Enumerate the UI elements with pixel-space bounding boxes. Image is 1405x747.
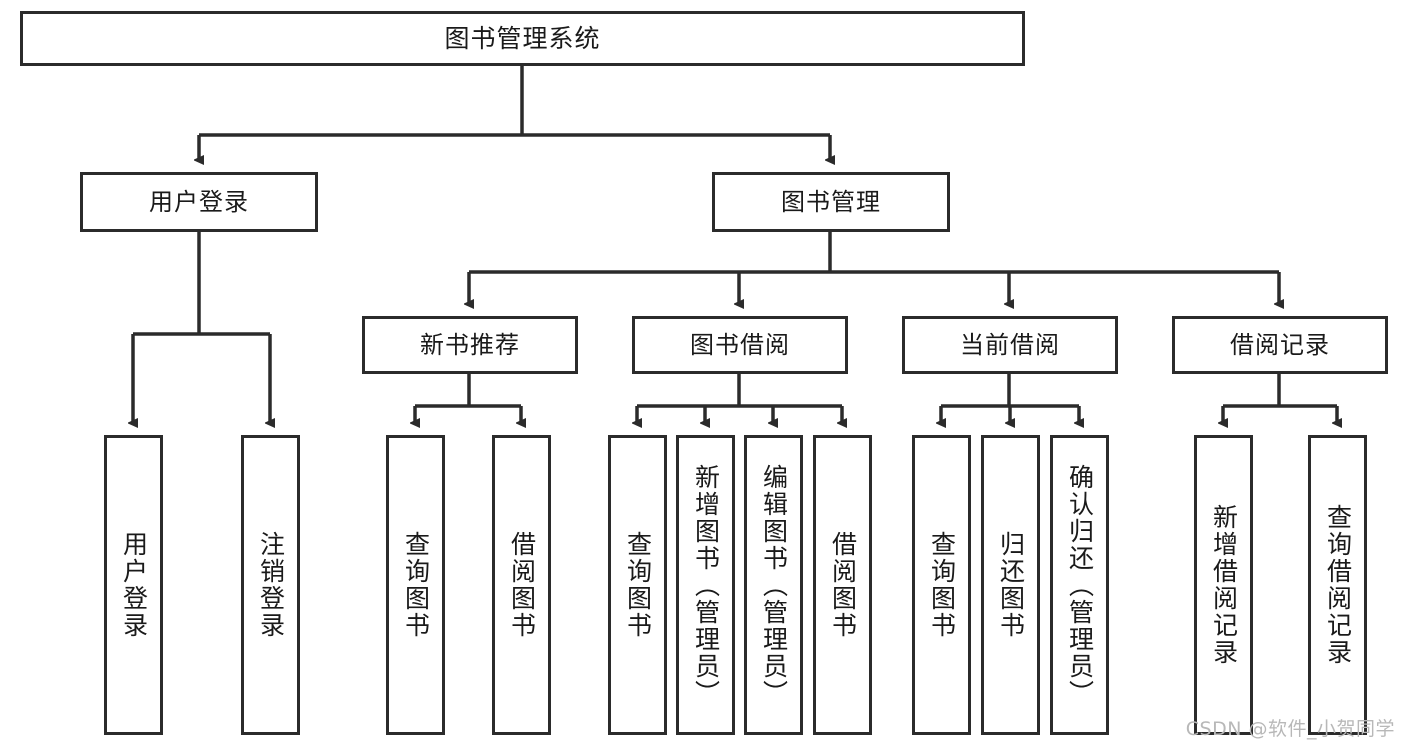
node-leaf-query-book-2-label: 查询图书 (623, 531, 653, 639)
node-leaf-return-book-label: 归还图书 (996, 531, 1026, 639)
node-leaf-edit-book[interactable]: 编辑图书（管理员） (744, 435, 803, 735)
node-leaf-add-record-label: 新增借阅记录 (1209, 504, 1239, 666)
node-borrow-record[interactable]: 借阅记录 (1172, 316, 1388, 374)
node-leaf-borrow-book-1[interactable]: 借阅图书 (492, 435, 551, 735)
node-leaf-query-book-2[interactable]: 查询图书 (608, 435, 667, 735)
node-leaf-user-login[interactable]: 用户登录 (104, 435, 163, 735)
node-leaf-query-record-label: 查询借阅记录 (1323, 504, 1353, 666)
node-leaf-add-record[interactable]: 新增借阅记录 (1194, 435, 1253, 735)
node-leaf-user-logout-label: 注销登录 (256, 531, 286, 639)
node-leaf-borrow-book-1-label: 借阅图书 (507, 531, 537, 639)
node-user-login[interactable]: 用户登录 (80, 172, 318, 232)
node-leaf-add-book[interactable]: 新增图书（管理员） (676, 435, 735, 735)
node-leaf-user-logout[interactable]: 注销登录 (241, 435, 300, 735)
node-book-borrow[interactable]: 图书借阅 (632, 316, 848, 374)
node-borrow-record-label: 借阅记录 (1230, 330, 1330, 359)
node-leaf-query-book-3-label: 查询图书 (927, 531, 957, 639)
node-leaf-add-book-label: 新增图书（管理员） (691, 463, 721, 707)
node-leaf-query-book-1[interactable]: 查询图书 (386, 435, 445, 735)
node-leaf-user-login-label: 用户登录 (119, 531, 149, 639)
node-leaf-borrow-book-2[interactable]: 借阅图书 (813, 435, 872, 735)
node-leaf-confirm-return[interactable]: 确认归还（管理员） (1050, 435, 1109, 735)
node-root-label: 图书管理系统 (444, 23, 601, 53)
node-book-manage[interactable]: 图书管理 (712, 172, 950, 232)
node-root[interactable]: 图书管理系统 (20, 11, 1025, 66)
node-new-book-recommend-label: 新书推荐 (420, 330, 520, 359)
node-user-login-label: 用户登录 (149, 187, 249, 216)
node-current-borrow[interactable]: 当前借阅 (902, 316, 1118, 374)
node-leaf-confirm-return-label: 确认归还（管理员） (1065, 463, 1095, 707)
node-leaf-query-record[interactable]: 查询借阅记录 (1308, 435, 1367, 735)
node-new-book-recommend[interactable]: 新书推荐 (362, 316, 578, 374)
node-current-borrow-label: 当前借阅 (960, 330, 1060, 359)
node-leaf-query-book-3[interactable]: 查询图书 (912, 435, 971, 735)
node-leaf-edit-book-label: 编辑图书（管理员） (759, 463, 789, 707)
node-leaf-query-book-1-label: 查询图书 (401, 531, 431, 639)
node-book-manage-label: 图书管理 (781, 187, 881, 216)
node-book-borrow-label: 图书借阅 (690, 330, 790, 359)
node-leaf-return-book[interactable]: 归还图书 (981, 435, 1040, 735)
node-leaf-borrow-book-2-label: 借阅图书 (828, 531, 858, 639)
